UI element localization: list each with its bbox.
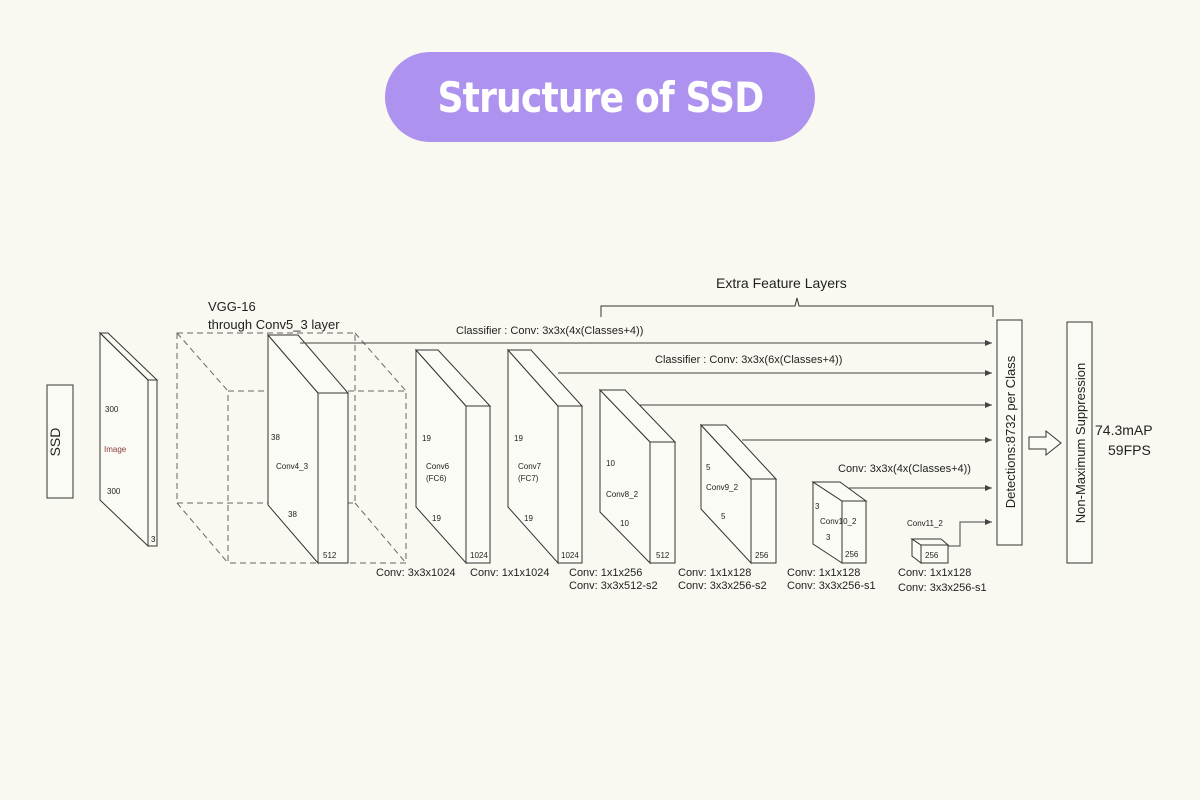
conv4-height-label: 38 — [288, 510, 297, 519]
ssd-label: SSD — [47, 428, 63, 457]
ssd-box — [46, 384, 74, 499]
image-block — [98, 331, 159, 548]
conv10-2-block — [811, 481, 868, 564]
vgg-label-line1: VGG-16 — [208, 299, 256, 314]
conv8-channel-label: 512 — [656, 551, 670, 560]
classifier-arrow-conv11 — [948, 519, 992, 547]
hollow-arrow-icon — [1028, 429, 1062, 457]
classifier-label-1: Classifier : Conv: 3x3x(4x(Classes+4)) — [456, 325, 643, 337]
image-height-label: 300 — [107, 487, 121, 496]
conv4-name-label: Conv4_3 — [276, 462, 309, 471]
conv6-channel-label: 1024 — [470, 551, 488, 560]
detections-box — [996, 319, 1023, 546]
conv4-width-label: 38 — [271, 433, 280, 442]
conv11-channel-label: 256 — [925, 551, 939, 560]
conv7-height-label: 19 — [524, 514, 533, 523]
bottom-label-conv6: Conv: 3x3x1024 — [376, 567, 456, 579]
conv8-height-label: 10 — [620, 519, 629, 528]
detections-label: Detections:8732 per Class — [1003, 355, 1018, 508]
bottom-label-conv10-b: Conv: 3x3x256-s1 — [787, 580, 876, 592]
conv10-height-label: 3 — [826, 533, 831, 542]
conv9-width-label: 5 — [706, 463, 711, 472]
conv7-name-label: Conv7 — [518, 462, 542, 471]
conv11-name-label: Conv11_2 — [907, 519, 943, 528]
conv7-fc-label: (FC7) — [518, 474, 539, 483]
conv9-name-label: Conv9_2 — [706, 483, 739, 492]
result-map-label: 74.3mAP — [1095, 422, 1153, 438]
conv9-height-label: 5 — [721, 512, 726, 521]
bottom-label-conv9-a: Conv: 1x1x128 — [678, 567, 751, 579]
bottom-label-conv11-a: Conv: 1x1x128 — [898, 567, 971, 579]
extra-feature-layers-label: Extra Feature Layers — [716, 275, 847, 291]
classifier-arrows — [300, 340, 992, 547]
vgg-label-line2: through Conv5_3 layer — [208, 317, 340, 332]
bottom-label-conv10-a: Conv: 1x1x128 — [787, 567, 860, 579]
classifier-label-3: Conv: 3x3x(4x(Classes+4)) — [838, 463, 971, 475]
extra-feature-layers-brace — [600, 297, 994, 317]
conv6-fc-label: (FC6) — [426, 474, 447, 483]
conv9-2-block — [699, 423, 778, 565]
conv7-channel-label: 1024 — [561, 551, 579, 560]
conv8-name-label: Conv8_2 — [606, 490, 639, 499]
bottom-label-conv8-b: Conv: 3x3x512-s2 — [569, 580, 658, 592]
conv6-width-label: 19 — [422, 434, 431, 443]
conv6-name-label: Conv6 — [426, 462, 450, 471]
conv7-width-label: 19 — [514, 434, 523, 443]
conv4-channel-label: 512 — [323, 551, 337, 560]
conv6-height-label: 19 — [432, 514, 441, 523]
nms-box — [1066, 321, 1093, 564]
conv8-width-label: 10 — [606, 459, 615, 468]
page-title: Structure of SSD — [437, 72, 764, 122]
title-banner: Structure of SSD — [385, 52, 815, 142]
conv4-3-block — [266, 333, 350, 565]
conv10-channel-label: 256 — [845, 550, 859, 559]
classifier-label-2: Classifier : Conv: 3x3x(6x(Classes+4)) — [655, 354, 842, 366]
conv9-channel-label: 256 — [755, 551, 769, 560]
conv10-name-label: Conv10_2 — [820, 517, 857, 526]
bottom-label-conv8-a: Conv: 1x1x256 — [569, 567, 642, 579]
bottom-label-conv7: Conv: 1x1x1024 — [470, 567, 550, 579]
image-channel-label: 3 — [151, 535, 156, 544]
conv7-block — [506, 348, 584, 565]
result-fps-label: 59FPS — [1108, 442, 1151, 458]
conv10-width-label: 3 — [815, 502, 820, 511]
image-name-label: Image — [104, 445, 127, 454]
image-width-label: 300 — [105, 405, 119, 414]
bottom-label-conv9-b: Conv: 3x3x256-s2 — [678, 580, 767, 592]
nms-label: Non-Maximum Suppression — [1073, 363, 1088, 523]
conv8-2-block — [598, 388, 677, 565]
conv6-block — [414, 348, 492, 565]
bottom-label-conv11-b: Conv: 3x3x256-s1 — [898, 582, 987, 594]
conv11-2-block — [910, 538, 950, 565]
